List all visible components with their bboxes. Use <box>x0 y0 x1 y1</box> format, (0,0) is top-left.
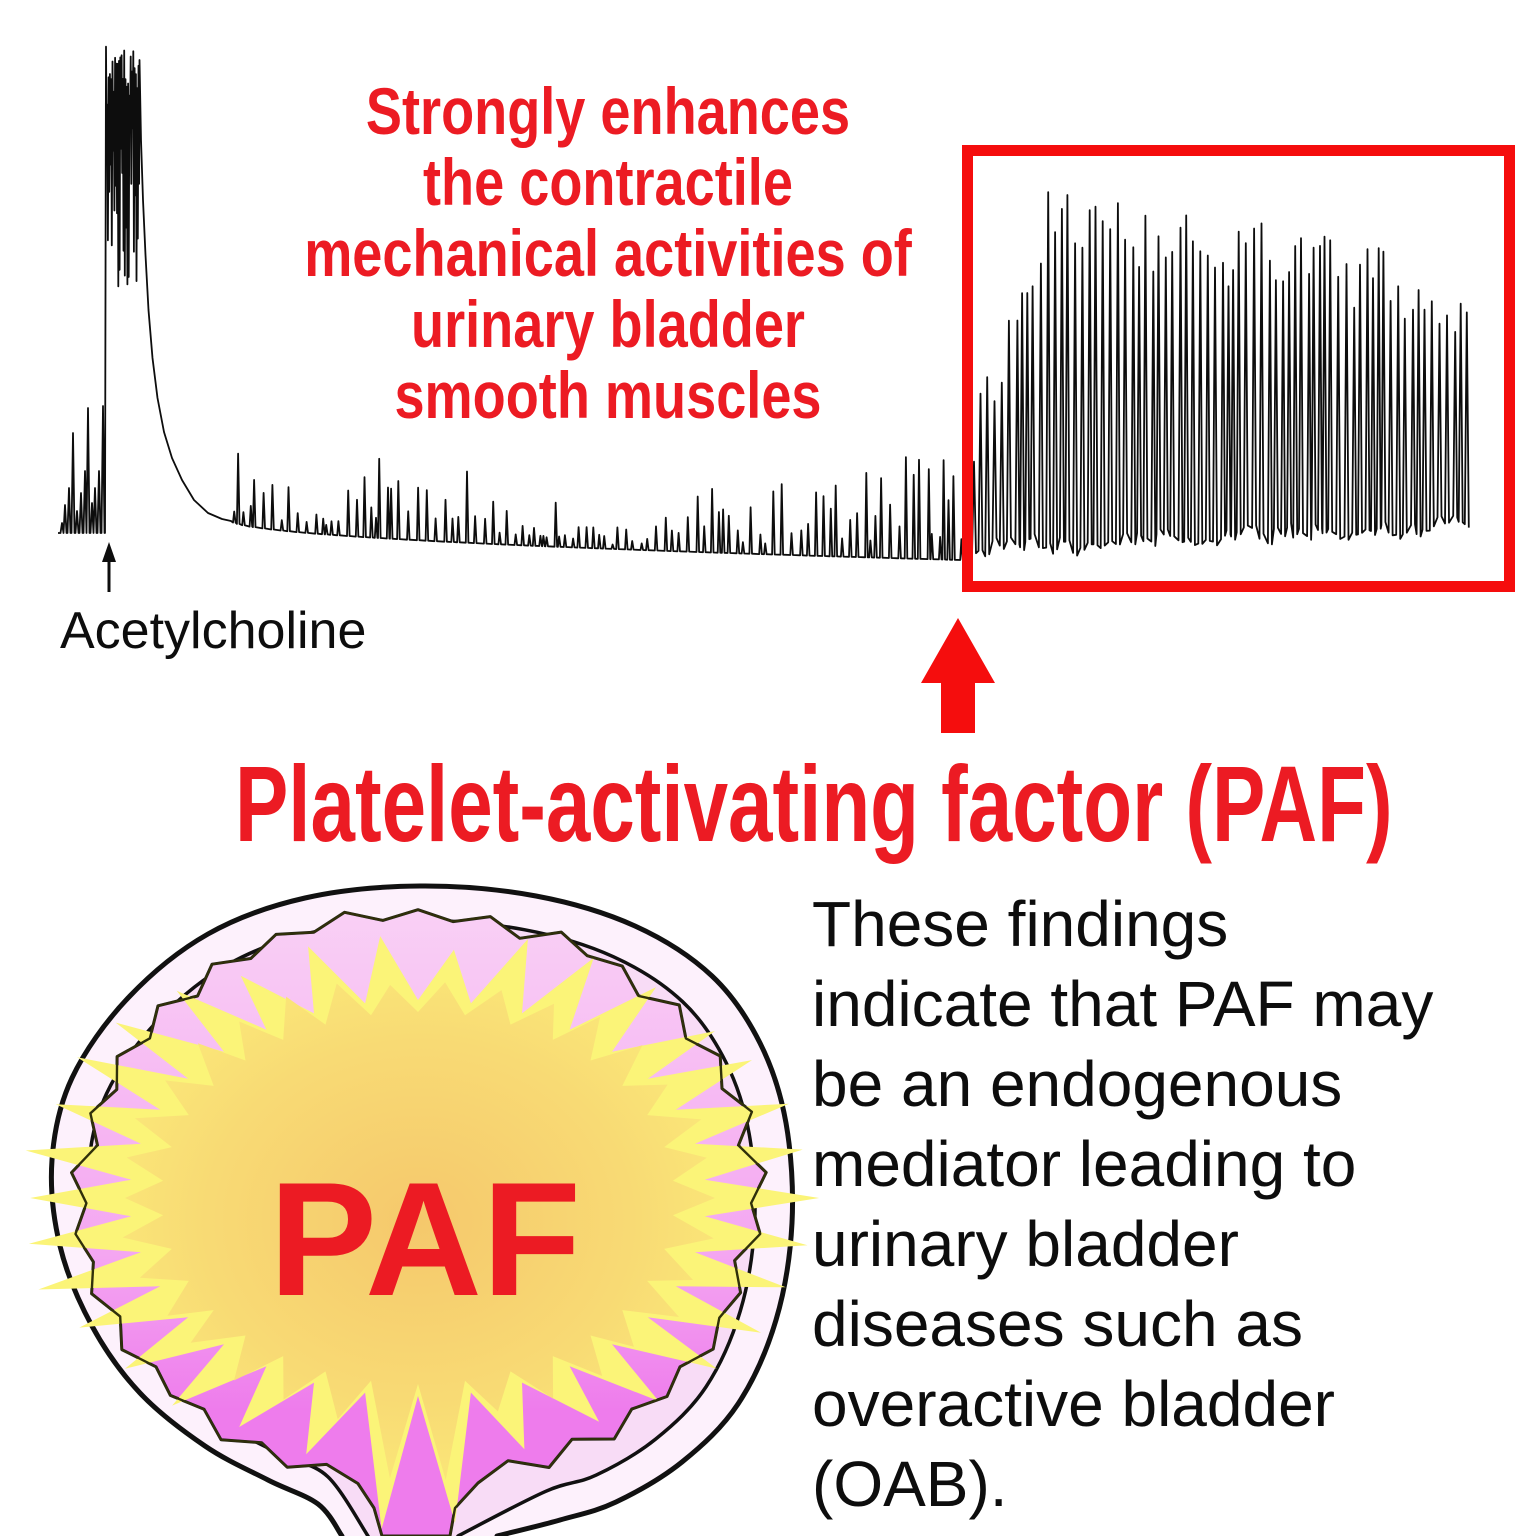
bladder-shapes <box>25 883 820 1536</box>
trace-annotation: Strongly enhances the contractile mechan… <box>214 76 1001 431</box>
annotation-line: Strongly enhances <box>365 74 851 148</box>
findings-line: diseases such as <box>812 1288 1303 1360</box>
highlight-box <box>962 145 1515 592</box>
red-arrow-up-icon <box>921 618 995 733</box>
bladder-illustration: PAF <box>25 883 820 1536</box>
paf-label: PAF <box>269 1149 581 1330</box>
annotation-line: smooth muscles <box>394 358 822 432</box>
annotation-line: mechanical activities of <box>304 216 912 290</box>
findings-line: indicate that PAF may <box>812 968 1434 1040</box>
page-title: Platelet-activating factor (PAF) <box>235 743 1393 864</box>
findings-line: (OAB). <box>812 1448 1008 1520</box>
findings-paragraph: These findings indicate that PAF may be … <box>812 884 1536 1524</box>
findings-line: be an endogenous <box>812 1048 1343 1120</box>
annotation-line: the contractile <box>423 145 793 219</box>
findings-line: overactive bladder <box>812 1368 1335 1440</box>
trace-line <box>58 45 1470 561</box>
findings-line: mediator leading to <box>812 1128 1357 1200</box>
acetylcholine-label: Acetylcholine <box>60 602 366 660</box>
findings-line: urinary bladder <box>812 1208 1239 1280</box>
acetylcholine-arrow-icon <box>102 542 116 592</box>
findings-line: These findings <box>812 888 1229 960</box>
tension-trace-plot: Acetylcholine <box>58 45 1470 660</box>
annotation-line: urinary bladder <box>411 287 805 361</box>
